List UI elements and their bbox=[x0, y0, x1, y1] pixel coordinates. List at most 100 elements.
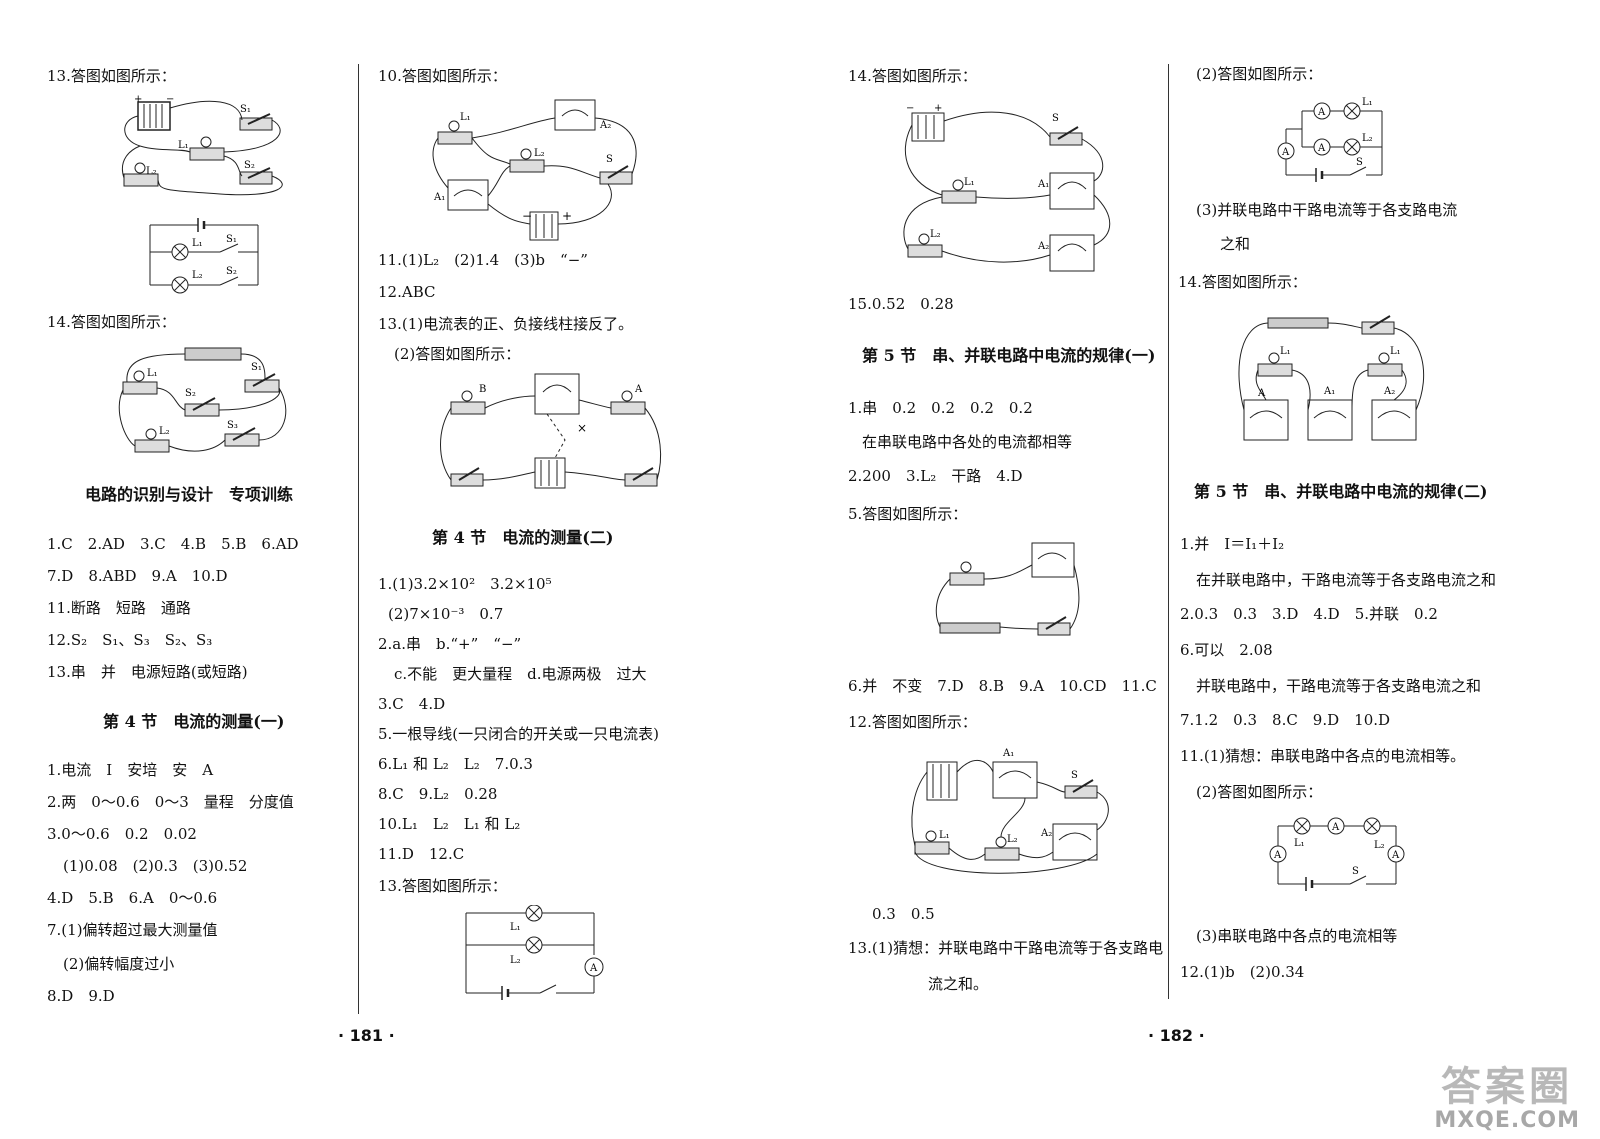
section-title-current-measurement-1: 第 4 节 电流的测量(一) bbox=[103, 712, 285, 731]
q11-sub2-caption: (2)答图如图所示： bbox=[1196, 783, 1323, 801]
answer-line: c.不能 更大量程 d.电源两极 过大 bbox=[394, 665, 647, 683]
q14-caption: 14.答图如图所示： bbox=[47, 313, 176, 331]
label-A: A bbox=[1257, 388, 1266, 399]
q10-physical-circuit-figure: L₁ A₂ L₂ S A₁ − + bbox=[430, 92, 650, 247]
answer-line: 在串联电路中各处的电流都相等 bbox=[862, 433, 1073, 451]
label-S2: S₂ bbox=[244, 160, 255, 171]
q13-schematic-figure: A L₁ L₂ bbox=[460, 905, 610, 1000]
label-L1: L₁ bbox=[1294, 838, 1305, 849]
answer-line: 0.3 0.5 bbox=[872, 905, 935, 923]
label-L2: L₂ bbox=[534, 148, 545, 159]
label-S: S bbox=[1356, 157, 1363, 168]
q13-caption: 13.答图如图所示： bbox=[47, 67, 176, 85]
answer-line: 11.D 12.C bbox=[378, 845, 465, 863]
answer-line: 1.(1)3.2×10² 3.2×10⁵ bbox=[378, 575, 552, 593]
answer-line: (2)答图如图所示： bbox=[394, 345, 521, 363]
page-number-right: · 182 · bbox=[1148, 1026, 1205, 1045]
label-S: S bbox=[1052, 113, 1059, 124]
label-L1: L₁ bbox=[147, 368, 158, 379]
answer-line: 6.并 不变 7.D 8.B 9.A 10.CD 11.C bbox=[848, 677, 1157, 695]
label-L2: L₂ bbox=[159, 426, 170, 437]
label-A: A bbox=[589, 963, 598, 974]
answer-line: 13.(1)电流表的正、负接线柱接反了。 bbox=[378, 315, 634, 333]
label-A: A bbox=[1317, 143, 1326, 154]
answer-line: 2.0.3 0.3 3.D 4.D 5.并联 0.2 bbox=[1180, 605, 1438, 623]
answer-line: 7.1.2 0.3 8.C 9.D 10.D bbox=[1180, 711, 1391, 729]
answer-line: 2.a.串 b.“+” “−” bbox=[378, 635, 522, 653]
answer-line: 流之和。 bbox=[928, 975, 989, 993]
label-A: A bbox=[634, 384, 643, 395]
label-L1: L₁ bbox=[964, 177, 975, 188]
label-A1: A₁ bbox=[1037, 179, 1049, 190]
section-title-current-law-2: 第 5 节 串、并联电路中电流的规律(二) bbox=[1194, 482, 1488, 501]
q14-caption: 14.答图如图所示： bbox=[848, 67, 977, 85]
answer-line: 11.(1)L₂ (2)1.4 (3)b “−” bbox=[378, 251, 588, 269]
answer-line: 1.串 0.2 0.2 0.2 0.2 bbox=[848, 399, 1033, 417]
label-A: A bbox=[1273, 850, 1282, 861]
answer-line: 11.断路 短路 通路 bbox=[47, 599, 191, 617]
schematic-svg: L₁ S₁ L₂ S₂ bbox=[149, 218, 259, 294]
q13-caption: 13.答图如图所示： bbox=[378, 877, 507, 895]
label-minus: − bbox=[906, 103, 914, 114]
label-plus: + bbox=[934, 103, 942, 114]
label-A: A bbox=[1331, 822, 1340, 833]
answer-line: 12.(1)b (2)0.34 bbox=[1180, 963, 1305, 981]
physical-circuit-svg: × B A bbox=[440, 373, 662, 489]
answer-line: 8.C 9.L₂ 0.28 bbox=[378, 785, 498, 803]
physical-circuit-svg bbox=[935, 542, 1080, 636]
label-S: S bbox=[1352, 866, 1359, 877]
q13-physical-circuit-figure: × B A bbox=[435, 370, 665, 495]
label-S1: S₁ bbox=[226, 234, 237, 245]
label-A: A bbox=[1281, 147, 1290, 158]
physical-circuit-svg: + − S L₁ A₁ L₂ A₂ bbox=[903, 103, 1111, 272]
label-A: A bbox=[1391, 850, 1400, 861]
answer-line: 6.可以 2.08 bbox=[1180, 641, 1273, 659]
watermark-text: 答案圈 bbox=[1441, 1064, 1574, 1110]
q5-physical-circuit-figure bbox=[930, 535, 1080, 645]
label-L2: L₂ bbox=[192, 270, 203, 281]
q14-physical-circuit-figure: + − S L₁ A₁ L₂ A₂ bbox=[900, 95, 1115, 285]
label-L2: L₂ bbox=[146, 166, 157, 177]
answer-line: 之和 bbox=[1220, 235, 1251, 253]
label-A2: A₂ bbox=[1037, 241, 1049, 252]
label-minus: − bbox=[522, 209, 532, 223]
answer-line: 12.S₂ S₁、S₃ S₂、S₃ bbox=[47, 631, 213, 649]
q13-schematic-figure: A A A L₁ L₂ S bbox=[1272, 95, 1392, 185]
answer-line: 7.(1)偏转超过最大测量值 bbox=[47, 921, 218, 939]
label-L1: L₁ bbox=[1362, 97, 1373, 108]
answer-line: (3)串联电路中各点的电流相等 bbox=[1196, 927, 1398, 945]
label-L1: L₁ bbox=[460, 112, 471, 123]
q14-caption: 14.答图如图所示： bbox=[1178, 273, 1307, 291]
watermark-url: MXQE.COM bbox=[1434, 1108, 1580, 1133]
label-L2: L₂ bbox=[930, 229, 941, 240]
q13-schematic-figure: L₁ S₁ L₂ S₂ bbox=[140, 210, 270, 300]
physical-circuit-svg: L₁ S₁ S₂ L₂ + − bbox=[122, 94, 283, 196]
answer-line: 5.一根导线(一只闭合的开关或一只电流表) bbox=[378, 725, 660, 743]
label-A1: A₁ bbox=[1002, 748, 1014, 759]
answer-line: 3.C 4.D bbox=[378, 695, 446, 713]
answer-line: 并联电路中，干路电流等于各支路电流之和 bbox=[1196, 677, 1482, 695]
label-S3: S₃ bbox=[227, 420, 238, 431]
label-plus: + bbox=[134, 94, 142, 105]
section-title-current-measurement-2: 第 4 节 电流的测量(二) bbox=[432, 528, 614, 547]
answer-line: 11.(1)猜想：串联电路中各点的电流相等。 bbox=[1180, 747, 1466, 765]
label-S2: S₂ bbox=[185, 388, 196, 399]
q12-caption: 12.答图如图所示： bbox=[848, 713, 977, 731]
answer-line: (3)并联电路中干路电流等于各支路电流 bbox=[1196, 201, 1458, 219]
label-L1: L₁ bbox=[192, 238, 203, 249]
answer-line: 13.(1)猜想：并联电路中干路电流等于各支路电 bbox=[848, 939, 1164, 957]
watermark-logo: 答案圈 MXQE.COM bbox=[1434, 1066, 1580, 1133]
label-B: B bbox=[479, 384, 486, 395]
answer-line: 8.D 9.D bbox=[47, 987, 115, 1005]
answer-line: 在并联电路中，干路电流等于各支路电流之和 bbox=[1196, 571, 1497, 589]
physical-circuit-svg: L₁ S₁ S₂ L₂ S₃ bbox=[118, 347, 287, 453]
label-S1: S₁ bbox=[251, 362, 262, 373]
answer-line: 1.并 I＝I₁＋I₂ bbox=[1180, 535, 1285, 553]
page-number-left: · 181 · bbox=[338, 1026, 395, 1045]
label-L1: L₁ bbox=[939, 830, 950, 841]
q11-schematic-figure: A A A L₁ L₂ S bbox=[1262, 810, 1412, 895]
label-A2: A₂ bbox=[1040, 828, 1052, 839]
answer-line: 2.两 0～0.6 0～3 量程 分度值 bbox=[47, 793, 294, 811]
label-A1: A₁ bbox=[1323, 386, 1335, 397]
label-S1: S₁ bbox=[240, 104, 251, 115]
